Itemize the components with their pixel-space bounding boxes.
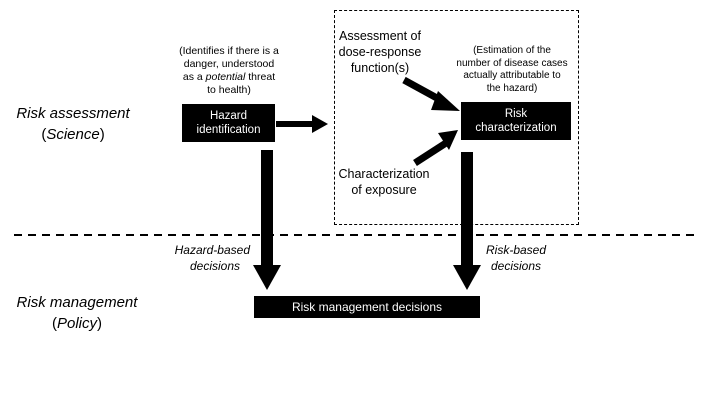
input-line: Assessment of	[339, 29, 421, 43]
hazard-based-decisions-label: Hazard-based decisions	[160, 242, 250, 274]
box-label: Risk management decisions	[291, 300, 443, 314]
input-line: function(s)	[350, 61, 410, 75]
input-line: of exposure	[351, 183, 417, 197]
note-line: (Identifies if there is a	[179, 45, 279, 57]
exposure-arrow	[413, 130, 458, 166]
paren-close: )	[97, 315, 102, 332]
input-line: dose-response	[338, 45, 422, 59]
note-line: as a potential threat	[163, 71, 295, 84]
decision-line: Hazard-based	[174, 243, 250, 257]
note-text: as a	[182, 71, 206, 83]
risk-management-label: Risk management (Policy)	[4, 292, 150, 334]
risk-assessment-line1: Risk assessment	[16, 105, 130, 122]
hazard-identification-note: (Identifies if there is a danger, unders…	[163, 45, 295, 97]
science-caption: (Science)	[8, 124, 138, 145]
box-label-line1: Risk	[504, 108, 528, 120]
policy-word: Policy	[56, 315, 97, 332]
input-line: Characterization	[338, 167, 430, 181]
potential-word: potential	[205, 71, 246, 83]
hazard-to-science-arrow	[276, 115, 328, 133]
science-region-outline	[334, 10, 579, 225]
note-text: threat	[245, 71, 276, 83]
decision-line: decisions	[189, 259, 240, 273]
decision-line: Risk-based	[485, 243, 547, 257]
science-word: Science	[46, 126, 100, 143]
note-line: (Estimation of the	[473, 45, 551, 56]
dose-response-arrow	[402, 76, 460, 111]
risk-down-arrow	[453, 152, 481, 290]
risk-characterization-box: Risk characterization	[461, 102, 571, 140]
note-line: the hazard)	[486, 82, 538, 94]
risk-management-decisions-box: Risk management decisions	[254, 296, 480, 318]
note-line: danger, understood	[183, 58, 275, 70]
exposure-characterization: Characterization of exposure	[334, 166, 434, 198]
note-line: actually attributable to	[463, 70, 561, 81]
risk-management-line1: Risk management	[16, 294, 138, 311]
dose-response-assessment: Assessment of dose-response function(s)	[334, 28, 426, 76]
box-label-line2: identification	[196, 124, 261, 136]
box-label-line1: Hazard	[209, 110, 248, 122]
paren-open: (	[51, 315, 57, 332]
risk-based-decisions-label: Risk-based decisions	[476, 242, 556, 274]
hazard-identification-box: Hazard identification	[182, 104, 275, 142]
risk-characterization-note: (Estimation of the number of disease cas…	[448, 45, 576, 95]
policy-caption: (Policy)	[4, 313, 150, 334]
risk-assessment-label: Risk assessment (Science)	[8, 103, 138, 145]
note-line: to health)	[207, 84, 251, 96]
paren-open: (	[41, 126, 47, 143]
box-label-line2: characterization	[475, 122, 557, 134]
paren-close: )	[99, 126, 105, 143]
note-line: number of disease cases	[456, 57, 568, 69]
hazard-down-arrow	[253, 150, 281, 290]
decision-line: decisions	[490, 259, 542, 273]
